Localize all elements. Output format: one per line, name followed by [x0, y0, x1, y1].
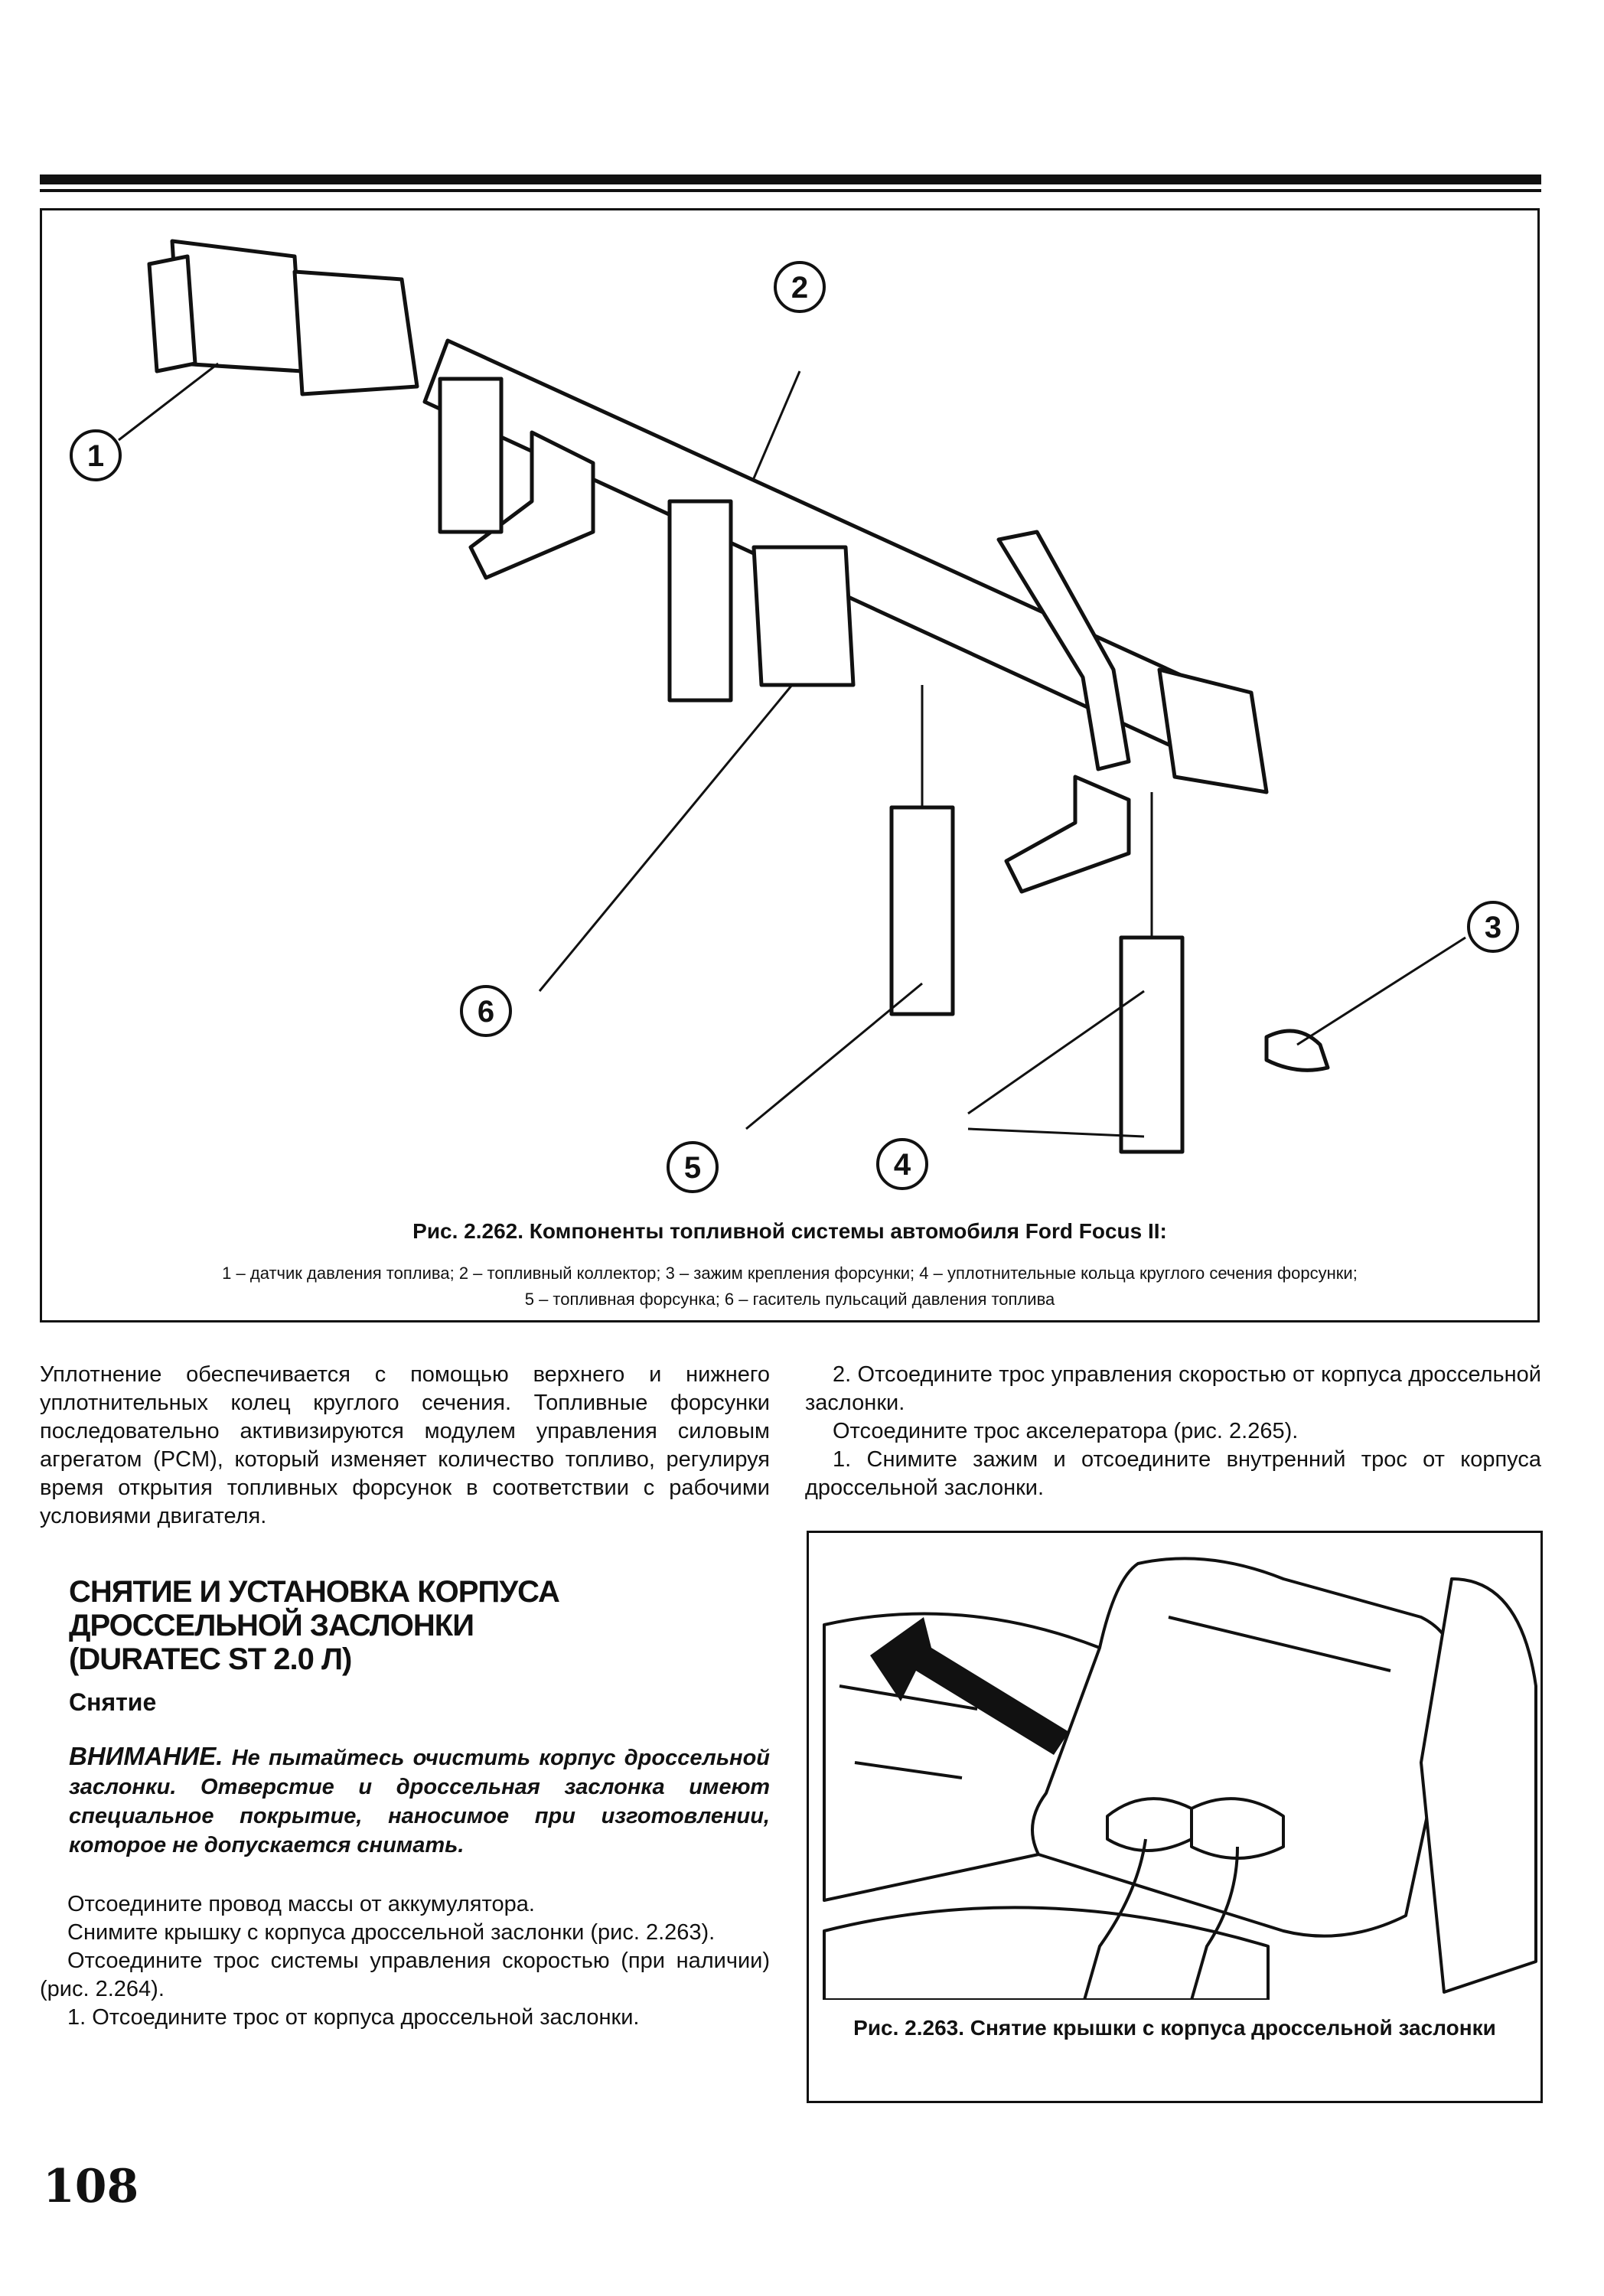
right-column-steps: 2. Отсоедините трос управления скоростью… [805, 1361, 1541, 1502]
section-title-line-1: СНЯТИЕ И УСТАНОВКА КОРПУСА [69, 1575, 560, 1609]
warning-text: Не пытайтесь очистить корпус дроссельной… [69, 1746, 771, 1857]
step-item: 2. Отсоедините трос управления скоростью… [805, 1362, 1541, 1415]
svg-text:1: 1 [87, 439, 104, 473]
fuel-system-illustration: 1 2 3 4 5 6 [70, 239, 1519, 1193]
figure-262-legend-line-2: 5 – топливная форсунка; 6 – гаситель пул… [524, 1290, 1055, 1309]
warning-block: ВНИМАНИЕ. Не пытайтесь очистить корпус д… [69, 1742, 770, 1860]
header-rule-thin [40, 189, 1541, 192]
step-item: Отсоедините трос системы управления скор… [40, 1949, 770, 2001]
page-number: 108 [43, 2160, 139, 2213]
callout-5: 5 [667, 1141, 719, 1193]
callout-1: 1 [70, 429, 122, 481]
figure-263-caption: Рис. 2.263. Снятие крышки с корпуса дрос… [853, 2016, 1496, 2040]
svg-text:6: 6 [478, 995, 494, 1029]
figure-262-legend-line-1: 1 – датчик давления топлива; 2 – топливн… [222, 1264, 1358, 1283]
step-item: Отсоедините трос акселератора (рис. 2.26… [833, 1419, 1299, 1443]
svg-text:2: 2 [791, 271, 808, 305]
svg-text:3: 3 [1485, 911, 1501, 944]
figure-262-title: Рис. 2.262. Компоненты топливной системы… [412, 1219, 1167, 1243]
section-title: СНЯТИЕ И УСТАНОВКА КОРПУСА ДРОССЕЛЬНОЙ З… [69, 1575, 742, 1676]
header-rule-thick [40, 174, 1541, 184]
section-title-line-3: (DURATEC ST 2.0 Л) [69, 1642, 352, 1676]
callout-3: 3 [1467, 901, 1519, 953]
step-item: 1. Отсоедините трос от корпуса дроссельн… [67, 2005, 640, 2030]
figure-262: 1 2 3 4 5 6 Рис. 2.262. Компоненты топли… [40, 208, 1540, 1322]
section-title-line-2: ДРОССЕЛЬНОЙ ЗАСЛОНКИ [69, 1609, 474, 1642]
arrow-icon [870, 1617, 1069, 1755]
callout-2: 2 [774, 261, 826, 313]
svg-text:4: 4 [894, 1148, 911, 1182]
figure-263: Рис. 2.263. Снятие крышки с корпуса дрос… [807, 1531, 1543, 2103]
intro-paragraph: Уплотнение обеспечивается с помощью верх… [40, 1362, 770, 1528]
subsection-title: Снятие [69, 1688, 157, 1716]
step-item: Снимите крышку с корпуса дроссельной зас… [67, 1920, 716, 1945]
callout-6: 6 [460, 985, 512, 1037]
throttle-body-cover-photo [823, 1557, 1537, 2000]
figure-262-legend: 1 – датчик давления топлива; 2 – топливн… [57, 1261, 1522, 1313]
step-item: Отсоедините провод массы от аккумулятора… [67, 1892, 535, 1916]
step-item: 1. Снимите зажим и отсоедините внутренни… [805, 1447, 1541, 1500]
left-column-intro: Уплотнение обеспечивается с помощью верх… [40, 1361, 770, 1531]
callout-4: 4 [876, 1138, 928, 1190]
left-column-steps: Отсоедините провод массы от аккумулятора… [40, 1890, 770, 2032]
svg-text:5: 5 [684, 1151, 701, 1185]
warning-lead: ВНИМАНИЕ. [69, 1742, 223, 1770]
